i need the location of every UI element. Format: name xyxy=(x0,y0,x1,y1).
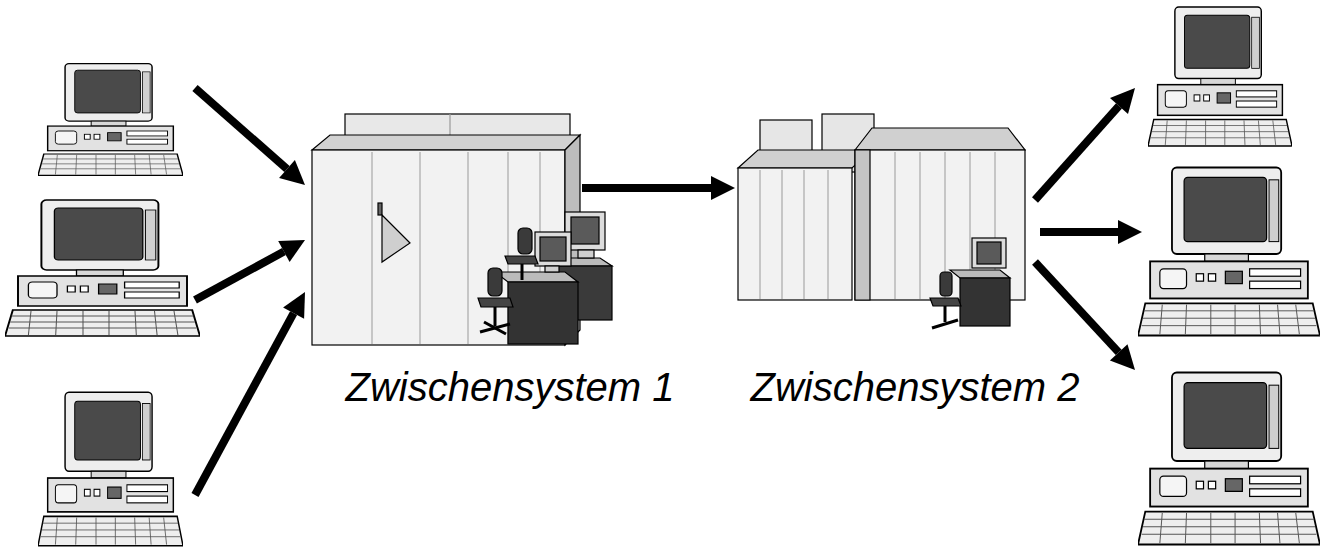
pc-icon xyxy=(1148,7,1292,146)
system-label: Zwischensystem 1 xyxy=(346,364,675,410)
mainframe-node: Zwischensystem 2 xyxy=(735,118,1027,332)
flow-connector xyxy=(582,176,735,200)
mainframe-node: Zwischensystem 1 xyxy=(310,110,582,346)
flow-arrow xyxy=(1035,88,1142,370)
mainframe-drawing xyxy=(312,114,612,345)
system-label: Zwischensystem 2 xyxy=(751,364,1080,410)
mainframe-drawing xyxy=(738,114,1025,328)
pc-icon xyxy=(38,392,183,545)
flow-arrow xyxy=(195,88,305,495)
connector-line xyxy=(582,184,711,192)
pc-icon xyxy=(1138,373,1320,545)
pc-icon xyxy=(5,200,200,336)
pc-icon xyxy=(38,64,183,176)
pc-icon xyxy=(1138,167,1320,335)
arrow-head xyxy=(711,176,735,200)
